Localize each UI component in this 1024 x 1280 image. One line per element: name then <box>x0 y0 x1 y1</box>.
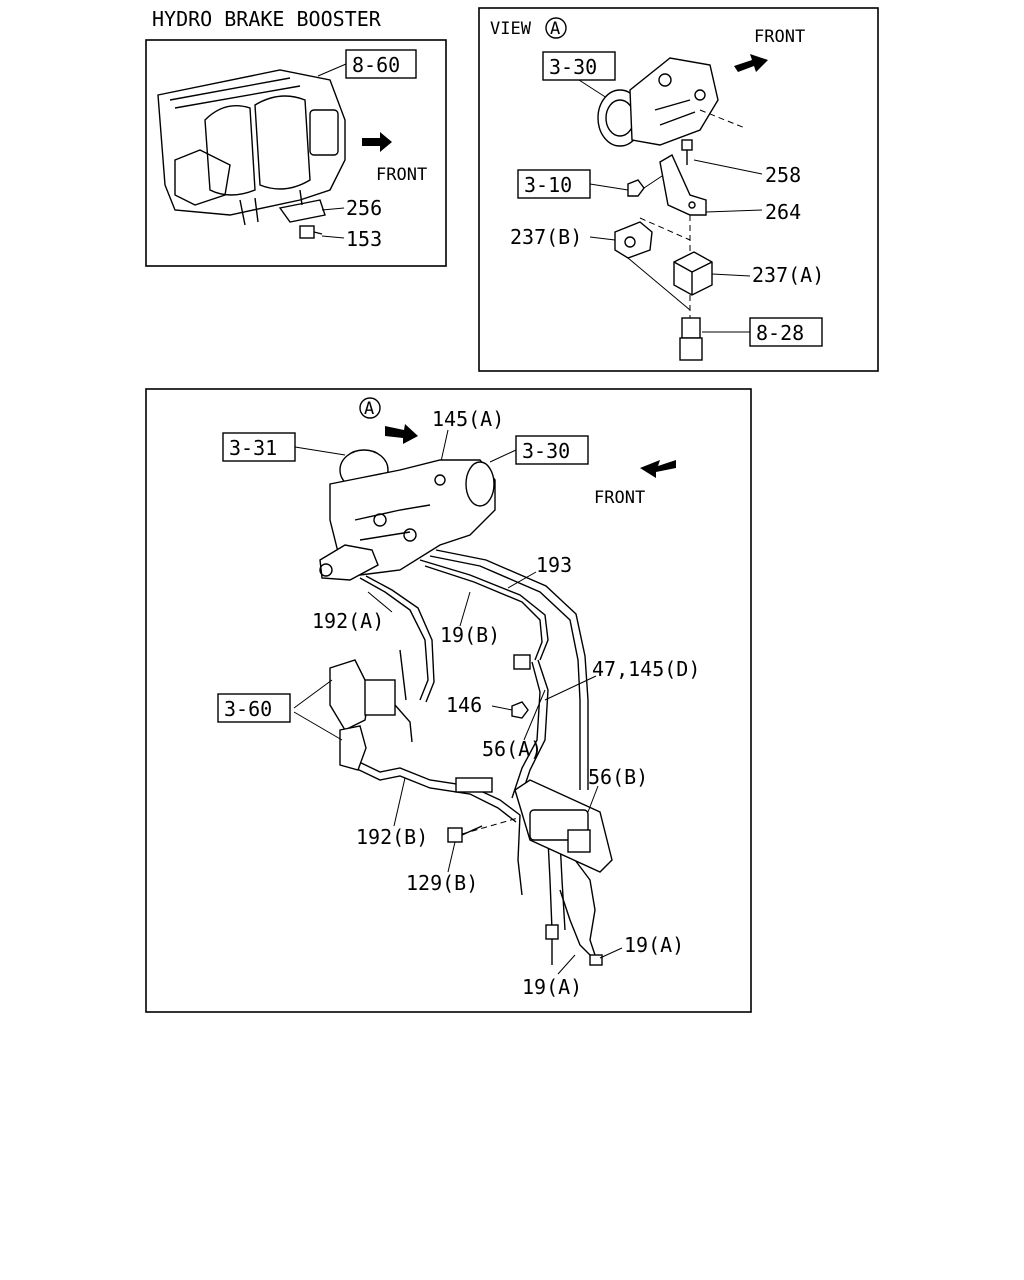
front-label: FRONT <box>376 165 427 185</box>
view-label: VIEW <box>490 19 532 39</box>
brake-pipes <box>354 549 596 965</box>
diagram-title: HYDRO BRAKE BOOSTER <box>152 7 382 31</box>
part-19a-upper: 19(A) <box>624 933 684 957</box>
part-19b: 19(B) <box>440 623 500 647</box>
ref-8-60: 8-60 <box>352 53 400 77</box>
ref-3-30: 3-30 <box>549 55 597 79</box>
ref-box-3-31 <box>222 432 296 462</box>
front-arrow-icon <box>362 132 392 152</box>
view-circle-ref: A <box>550 19 560 39</box>
booster-unit-drawing <box>157 69 346 226</box>
part-47-145d: 47,145(D) <box>592 657 700 681</box>
part-258: 258 <box>765 163 801 187</box>
part-19a-lower: 19(A) <box>522 975 582 999</box>
connector-237b <box>614 221 653 259</box>
part-237b: 237(B) <box>510 225 582 249</box>
circle-ref-marker <box>359 397 381 419</box>
valve-bracket-3-60 <box>329 649 413 771</box>
ref-box-3-10 <box>517 169 591 199</box>
front-label: FRONT <box>594 488 645 508</box>
bolt-129b <box>447 825 483 843</box>
circle-ref-marker <box>545 17 567 39</box>
fitting-19a <box>545 924 603 966</box>
hose-192b <box>455 777 493 793</box>
part-153: 153 <box>346 227 382 251</box>
ref-3-31: 3-31 <box>229 436 277 460</box>
ref-3-30: 3-30 <box>522 439 570 463</box>
ref-3-60: 3-60 <box>224 697 272 721</box>
part-56b: 56(B) <box>588 765 648 789</box>
valve-body-drawing <box>597 57 719 147</box>
part-256: 256 <box>346 196 382 220</box>
ref-box-3-60 <box>217 693 291 723</box>
view-arrow-icon <box>385 424 418 444</box>
part-237a: 237(A) <box>752 263 824 287</box>
ref-box-3-30 <box>515 435 589 465</box>
part-56a: 56(A) <box>482 737 542 761</box>
booster-assembly-drawing <box>319 449 496 581</box>
front-arrow-icon <box>734 54 768 72</box>
part-264: 264 <box>765 200 801 224</box>
part-129b: 129(B) <box>406 871 478 895</box>
junction-block-237a <box>673 251 713 296</box>
ref-3-10: 3-10 <box>524 173 572 197</box>
pressure-switch <box>679 317 703 361</box>
circle-ref-a: A <box>364 399 374 419</box>
part-193: 193 <box>536 553 572 577</box>
bolt-153 <box>299 225 323 239</box>
part-192b: 192(B) <box>356 825 428 849</box>
bolt-258 <box>681 139 693 165</box>
nut-icon <box>627 179 645 197</box>
front-label: FRONT <box>754 27 805 47</box>
part-145a: 145(A) <box>432 407 504 431</box>
joint-19b <box>513 654 531 670</box>
panel-view-a <box>478 7 879 372</box>
front-arrow-icon <box>640 460 676 478</box>
panel-booster-mount <box>145 39 447 267</box>
part-146: 146 <box>446 693 482 717</box>
bracket-56b <box>514 779 613 873</box>
part-192a: 192(A) <box>312 609 384 633</box>
nut-146 <box>511 701 529 719</box>
bracket-264 <box>659 154 707 216</box>
panel-brake-piping <box>145 388 752 1013</box>
ref-8-28: 8-28 <box>756 321 804 345</box>
